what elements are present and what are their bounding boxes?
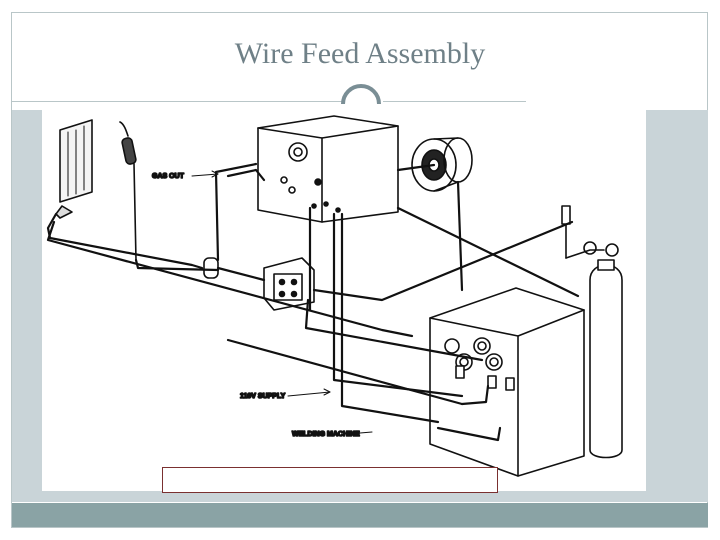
title-rule-right: [383, 101, 526, 102]
wire-spool: [411, 137, 473, 192]
wire-feeder-box: [257, 115, 399, 223]
slide-title: Wire Feed Assembly: [234, 37, 486, 70]
label-gas-out: GAS OUT: [152, 173, 185, 180]
gas-solenoid: [203, 257, 219, 279]
workpiece-plate: [55, 119, 93, 219]
caption-box: [162, 467, 498, 493]
label-110v-supply: 110V SUPPLY: [240, 393, 286, 400]
label-leaders: [191, 170, 373, 435]
decorative-arc-icon: [341, 84, 381, 105]
cables-and-hoses: [46, 162, 580, 442]
wire-feed-drawing: GAS OUT 110V SUPPLY WELDING MACHINE: [46, 115, 623, 477]
power-supply-box: [429, 287, 585, 477]
title-rule-left: [12, 101, 342, 102]
welding-torch: [119, 121, 137, 261]
label-welding-machine: WELDING MACHINE: [292, 431, 360, 438]
gas-cylinder: [561, 205, 623, 459]
wire-feed-diagram: GAS OUT 110V SUPPLY WELDING MACHINE: [42, 110, 646, 491]
footer-bar: [12, 503, 708, 527]
control-contactor: [263, 257, 315, 311]
